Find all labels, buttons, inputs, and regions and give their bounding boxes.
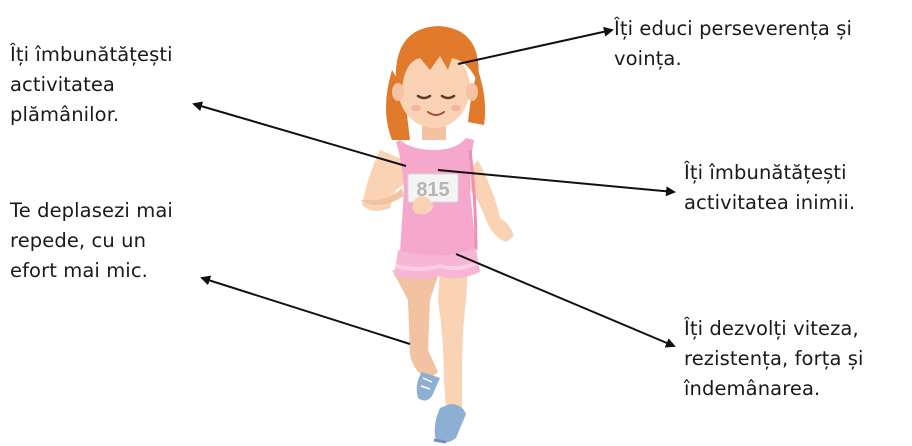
front-shoe-icon <box>434 404 466 443</box>
label-lungs-line-1: Îți îmbunătățești <box>10 40 173 70</box>
label-movement-line-3: efort mai mic. <box>10 256 173 286</box>
label-heart-line-1: Îți îmbunătățești <box>684 158 855 188</box>
arrow-speed <box>456 254 674 346</box>
label-lungs: Îți îmbunătățești activitatea plămânilor… <box>10 40 173 130</box>
race-bib: 815 <box>408 174 458 202</box>
label-speed-line-3: îndemânarea. <box>684 374 864 404</box>
label-heart-line-2: activitatea inimii. <box>684 188 855 218</box>
label-heart: Îți îmbunătățești activitatea inimii. <box>684 158 855 218</box>
label-speed-line-2: rezistența, forța și <box>684 344 864 374</box>
label-will: Îți educi perseverența și voința. <box>614 14 852 74</box>
label-movement-line-2: repede, cu un <box>10 226 173 256</box>
label-movement: Te deplasezi mai repede, cu un efort mai… <box>10 196 173 286</box>
label-lungs-line-2: activitatea <box>10 70 173 100</box>
arrow-lungs <box>194 104 406 166</box>
label-will-line-1: Îți educi perseverența și <box>614 14 852 44</box>
label-movement-line-1: Te deplasezi mai <box>10 196 173 226</box>
label-speed-line-1: Îți dezvolți viteza, <box>684 314 864 344</box>
arrow-will <box>458 30 612 64</box>
arrow-movement <box>202 278 410 344</box>
label-lungs-line-3: plămânilor. <box>10 100 173 130</box>
label-speed: Îți dezvolți viteza, rezistența, forța ș… <box>684 314 864 404</box>
back-shoe-icon <box>417 372 440 401</box>
runner-illustration: 815 <box>360 26 514 443</box>
label-will-line-2: voința. <box>614 44 852 74</box>
